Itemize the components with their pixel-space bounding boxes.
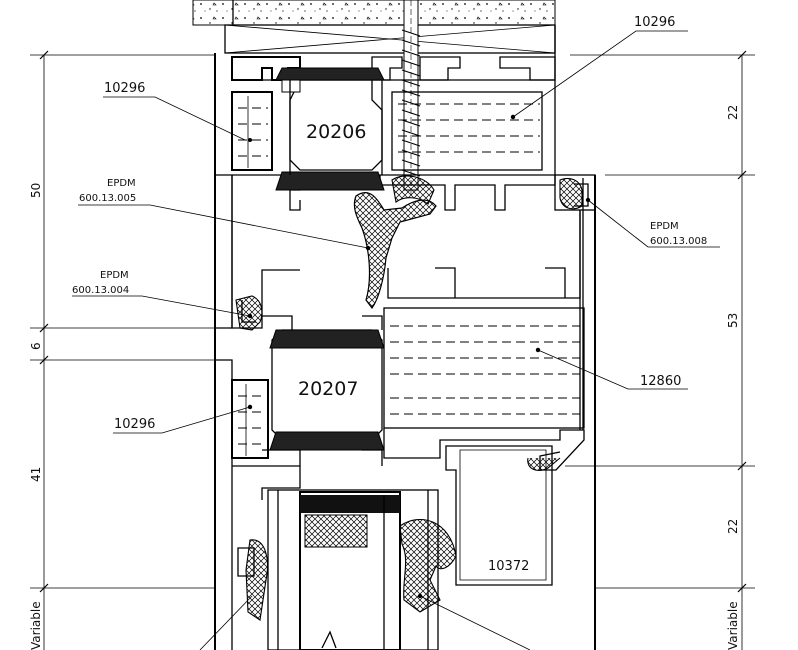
thermal-break-upper <box>275 67 385 191</box>
label-epdm-right-code: 600.13.008 <box>650 236 707 247</box>
large-chamber <box>383 307 585 429</box>
gasket-upper-blade <box>353 175 437 310</box>
label-10296-left-top: 10296 <box>104 81 145 96</box>
label-epdm-lower-code: 600.13.004 <box>72 285 129 296</box>
label-epdm-lower: EPDM <box>100 270 129 281</box>
dim-right-53: 53 <box>726 313 740 328</box>
dim-left-variable: Variable <box>29 601 43 650</box>
thermal-break-lower <box>262 315 385 466</box>
label-10296-top: 10296 <box>634 15 675 30</box>
drip-profile <box>383 428 585 586</box>
left-dimension-chain <box>30 50 215 650</box>
left-top-bead <box>231 91 273 171</box>
dim-right-22-top: 22 <box>726 105 740 120</box>
label-20206: 20206 <box>306 121 366 143</box>
top-right-bead <box>391 91 543 171</box>
middle-frame <box>231 175 584 430</box>
gasket-right <box>554 174 596 211</box>
label-12860: 12860 <box>640 374 681 389</box>
label-epdm-right: EPDM <box>650 221 679 232</box>
concrete-header <box>192 0 556 54</box>
dim-right-22-lower: 22 <box>726 519 740 534</box>
label-10372: 10372 <box>488 559 529 574</box>
right-dimension-chain <box>565 50 755 650</box>
label-20207: 20207 <box>298 378 358 400</box>
dim-left-41: 41 <box>29 467 43 482</box>
label-epdm-upper: EPDM <box>107 178 136 189</box>
fixing-screw <box>401 0 421 195</box>
dim-right-variable: Variable <box>726 601 740 650</box>
gasket-lower-left <box>235 295 263 331</box>
leader-lines <box>72 30 720 650</box>
label-epdm-upper-code: 600.13.005 <box>79 193 136 204</box>
left-bottom-bead <box>231 379 269 459</box>
dim-left-6: 6 <box>29 342 43 350</box>
lower-sash <box>232 465 457 650</box>
label-10296-left-bottom: 10296 <box>114 417 155 432</box>
frame-outline <box>214 25 596 650</box>
dim-left-50: 50 <box>29 183 43 198</box>
